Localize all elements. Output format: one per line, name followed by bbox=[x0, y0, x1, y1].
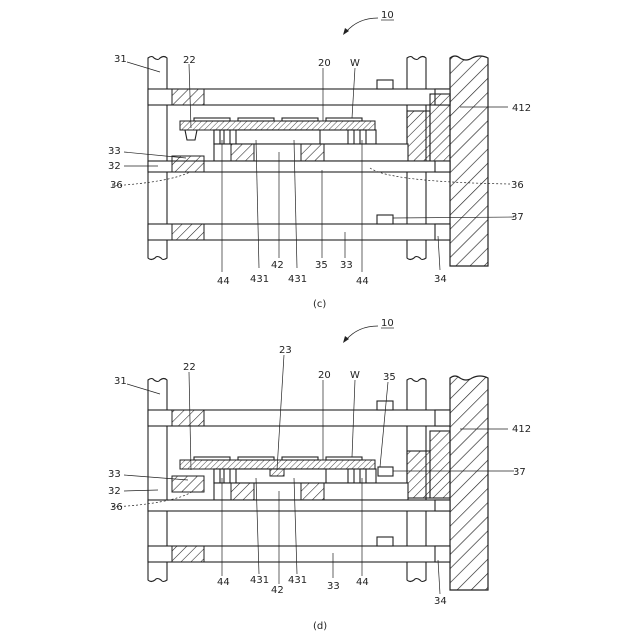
wafer-pad bbox=[238, 118, 274, 121]
contact-44 bbox=[360, 130, 366, 144]
bottom-beam-hatch bbox=[172, 224, 204, 240]
wafer-pad bbox=[326, 118, 362, 121]
contact-44 bbox=[348, 469, 354, 483]
label-34: 34 bbox=[434, 596, 447, 607]
label-431-right: 431 bbox=[288, 274, 307, 285]
label-42: 42 bbox=[271, 585, 284, 596]
label-33: 33 bbox=[108, 469, 121, 480]
element-23 bbox=[270, 469, 284, 476]
block-32 bbox=[172, 476, 204, 492]
label-31: 31 bbox=[114, 376, 127, 387]
bottom-beam-end bbox=[435, 224, 450, 240]
label-36-right: 36 bbox=[511, 180, 524, 191]
label-33-bottom: 33 bbox=[327, 581, 340, 592]
middle-beam-end bbox=[435, 500, 450, 511]
caption-c: (c) bbox=[313, 299, 326, 310]
plate-foot bbox=[185, 130, 197, 140]
label-32: 32 bbox=[108, 486, 121, 497]
label-31: 31 bbox=[114, 54, 127, 65]
ref-arrow bbox=[346, 326, 378, 340]
label-33: 33 bbox=[108, 146, 121, 157]
label-42: 42 bbox=[271, 260, 284, 271]
label-37: 37 bbox=[511, 212, 524, 223]
wafer-pad bbox=[194, 118, 230, 121]
label-44-right: 44 bbox=[356, 276, 369, 287]
contact-44 bbox=[348, 130, 354, 144]
middle-beam-hatch bbox=[172, 161, 204, 172]
label-W: W bbox=[350, 58, 360, 69]
label-36-left: 36 bbox=[110, 180, 123, 191]
ref-label-10: 10 bbox=[381, 10, 394, 21]
label-33-bottom: 33 bbox=[340, 260, 353, 271]
wafer-pad bbox=[282, 457, 318, 460]
contact-44 bbox=[214, 469, 220, 483]
label-32: 32 bbox=[108, 161, 121, 172]
bottom-beam-hatch bbox=[172, 546, 204, 562]
middle-beam bbox=[148, 500, 450, 511]
wafer-pad bbox=[326, 457, 362, 460]
contact-44 bbox=[214, 130, 220, 144]
top-block bbox=[377, 401, 393, 410]
ref-label-10: 10 bbox=[381, 318, 394, 329]
top-block bbox=[377, 80, 393, 89]
label-W: W bbox=[350, 370, 360, 381]
contact-44 bbox=[224, 130, 230, 144]
wall-step-upper bbox=[430, 431, 450, 498]
board-hatch bbox=[301, 483, 324, 500]
bottom-beam-end bbox=[435, 546, 450, 562]
board-hatch bbox=[301, 144, 324, 161]
ref-arrow bbox=[346, 18, 378, 32]
contact-44 bbox=[224, 469, 230, 483]
label-431-right: 431 bbox=[288, 575, 307, 586]
bottom-block-37 bbox=[377, 215, 393, 224]
label-44-left: 44 bbox=[217, 276, 230, 287]
label-20: 20 bbox=[318, 58, 331, 69]
label-431-left: 431 bbox=[250, 575, 269, 586]
board-hatch bbox=[231, 483, 254, 500]
label-37: 37 bbox=[513, 467, 526, 478]
label-36: 36 bbox=[110, 502, 123, 513]
caption-d: (d) bbox=[313, 621, 327, 632]
wall-step-lower bbox=[407, 111, 430, 161]
top-beam-end bbox=[435, 410, 450, 426]
wafer-pad bbox=[194, 457, 230, 460]
wall-412 bbox=[450, 376, 488, 590]
wall-step-lower bbox=[407, 451, 430, 498]
label-22: 22 bbox=[183, 55, 196, 66]
label-412: 412 bbox=[512, 103, 531, 114]
label-20: 20 bbox=[318, 370, 331, 381]
block-37 bbox=[378, 467, 393, 476]
wall-step-upper bbox=[430, 94, 450, 169]
ref-arrowhead bbox=[343, 336, 349, 343]
board-hatch bbox=[231, 144, 254, 161]
middle-beam-end bbox=[435, 161, 450, 172]
layer-431-inner bbox=[236, 130, 320, 144]
label-34: 34 bbox=[434, 274, 447, 285]
label-44-left: 44 bbox=[217, 577, 230, 588]
wall-412 bbox=[450, 56, 488, 266]
plate-22 bbox=[180, 121, 375, 130]
top-beam-hatch bbox=[172, 410, 204, 426]
bottom-block bbox=[377, 537, 393, 546]
label-22: 22 bbox=[183, 362, 196, 373]
label-23: 23 bbox=[279, 345, 292, 356]
figure-c: 10 bbox=[108, 10, 531, 310]
wafer-pad bbox=[282, 118, 318, 121]
label-35: 35 bbox=[315, 260, 328, 271]
label-35: 35 bbox=[383, 372, 396, 383]
label-431-left: 431 bbox=[250, 274, 269, 285]
figure-d: 10 bbox=[108, 318, 531, 632]
ref-arrowhead bbox=[343, 28, 349, 35]
wafer-pad bbox=[238, 457, 274, 460]
label-44-right: 44 bbox=[356, 577, 369, 588]
label-412: 412 bbox=[512, 424, 531, 435]
contact-44 bbox=[360, 469, 366, 483]
top-beam-hatch bbox=[172, 89, 204, 105]
